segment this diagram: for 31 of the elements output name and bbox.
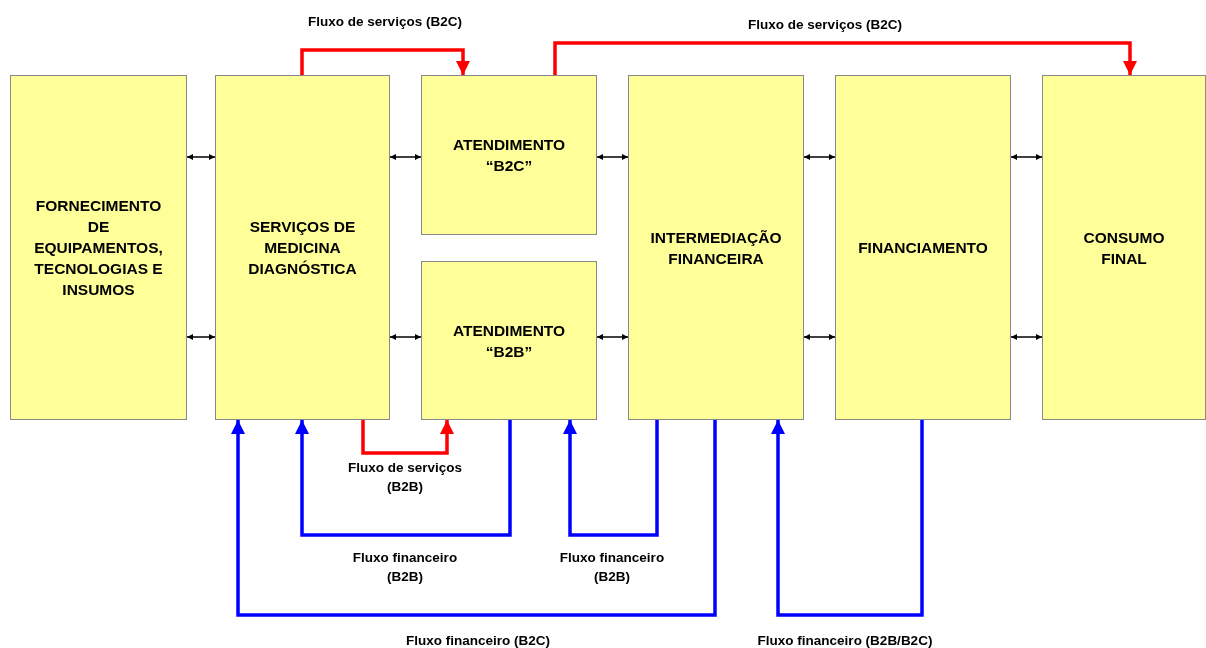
- edge-label: Fluxo financeiro (B2B): [558, 549, 666, 586]
- process-box: FORNECIMENTO DE EQUIPAMENTOS, TECNOLOGIAS E INSUMOS: [10, 75, 187, 420]
- edge-label: Fluxo financeiro (B2B): [351, 549, 459, 586]
- process-box: SERVIÇOS DE MEDICINA DIAGNÓSTICA: [215, 75, 390, 420]
- connector-arrow: [389, 334, 422, 340]
- connector-arrow: [186, 154, 216, 160]
- connector-arrow: [803, 154, 836, 160]
- connector-arrow: [1010, 334, 1043, 340]
- process-box: FINANCIAMENTO: [835, 75, 1011, 420]
- edge-label: Fluxo financeiro (B2C): [405, 632, 551, 648]
- connector-arrow: [553, 41, 1137, 75]
- process-box: INTERMEDIAÇÃO FINANCEIRA: [628, 75, 804, 420]
- connector-arrow: [563, 420, 659, 537]
- connector-arrow: [1010, 154, 1043, 160]
- process-box: ATENDIMENTO “B2C”: [421, 75, 597, 235]
- process-box: CONSUMO FINAL: [1042, 75, 1206, 420]
- connector-arrow: [186, 334, 216, 340]
- connector-arrow: [295, 420, 512, 537]
- connector-arrow: [231, 420, 717, 617]
- connector-arrow: [803, 334, 836, 340]
- connector-arrow: [771, 420, 924, 617]
- edge-label: Fluxo de serviços (B2C): [307, 13, 463, 31]
- connector-arrow: [389, 154, 422, 160]
- connector-arrow: [300, 48, 470, 75]
- edge-label: Fluxo de serviços (B2B): [346, 459, 463, 496]
- edge-label: Fluxo de serviços (B2C): [747, 16, 903, 34]
- edge-label: Fluxo financeiro (B2B/B2C): [756, 632, 934, 648]
- connector-arrow: [596, 154, 629, 160]
- connector-arrow: [596, 334, 629, 340]
- connector-arrow: [361, 420, 454, 455]
- process-box: ATENDIMENTO “B2B”: [421, 261, 597, 420]
